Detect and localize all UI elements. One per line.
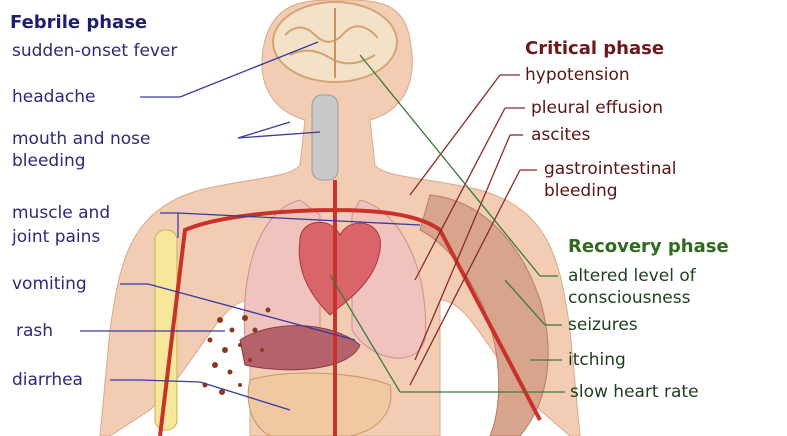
critical-phase-title: Critical phase [525, 38, 664, 60]
label-pleural-effusion: pleural effusion [531, 97, 663, 119]
label-consciousness: consciousness [568, 287, 690, 309]
label-vomiting: vomiting [12, 273, 87, 295]
label-bleeding: bleeding [12, 150, 86, 172]
label-rash: rash [16, 320, 53, 342]
label-itching: itching [568, 349, 626, 371]
label-gi-bleeding: bleeding [544, 180, 618, 202]
label-altered-level-of: altered level of [568, 265, 696, 287]
label-hypotension: hypotension [525, 64, 630, 86]
recovery-phase-title: Recovery phase [568, 236, 729, 258]
label-gastrointestinal: gastrointestinal [544, 158, 677, 180]
label-headache: headache [12, 86, 95, 108]
trachea [312, 95, 338, 180]
febrile-phase-title: Febrile phase [10, 12, 147, 34]
label-seizures: seizures [568, 314, 638, 336]
label-slow-heart-rate: slow heart rate [570, 381, 699, 403]
intestines [248, 373, 391, 436]
label-muscle-and: muscle and [12, 202, 110, 224]
label-diarrhea: diarrhea [12, 369, 83, 391]
label-ascites: ascites [531, 124, 590, 146]
label-sudden-onset-fever: sudden-onset fever [12, 40, 177, 62]
label-joint-pains: joint pains [12, 226, 100, 248]
label-mouth-and-nose: mouth and nose [12, 128, 150, 150]
